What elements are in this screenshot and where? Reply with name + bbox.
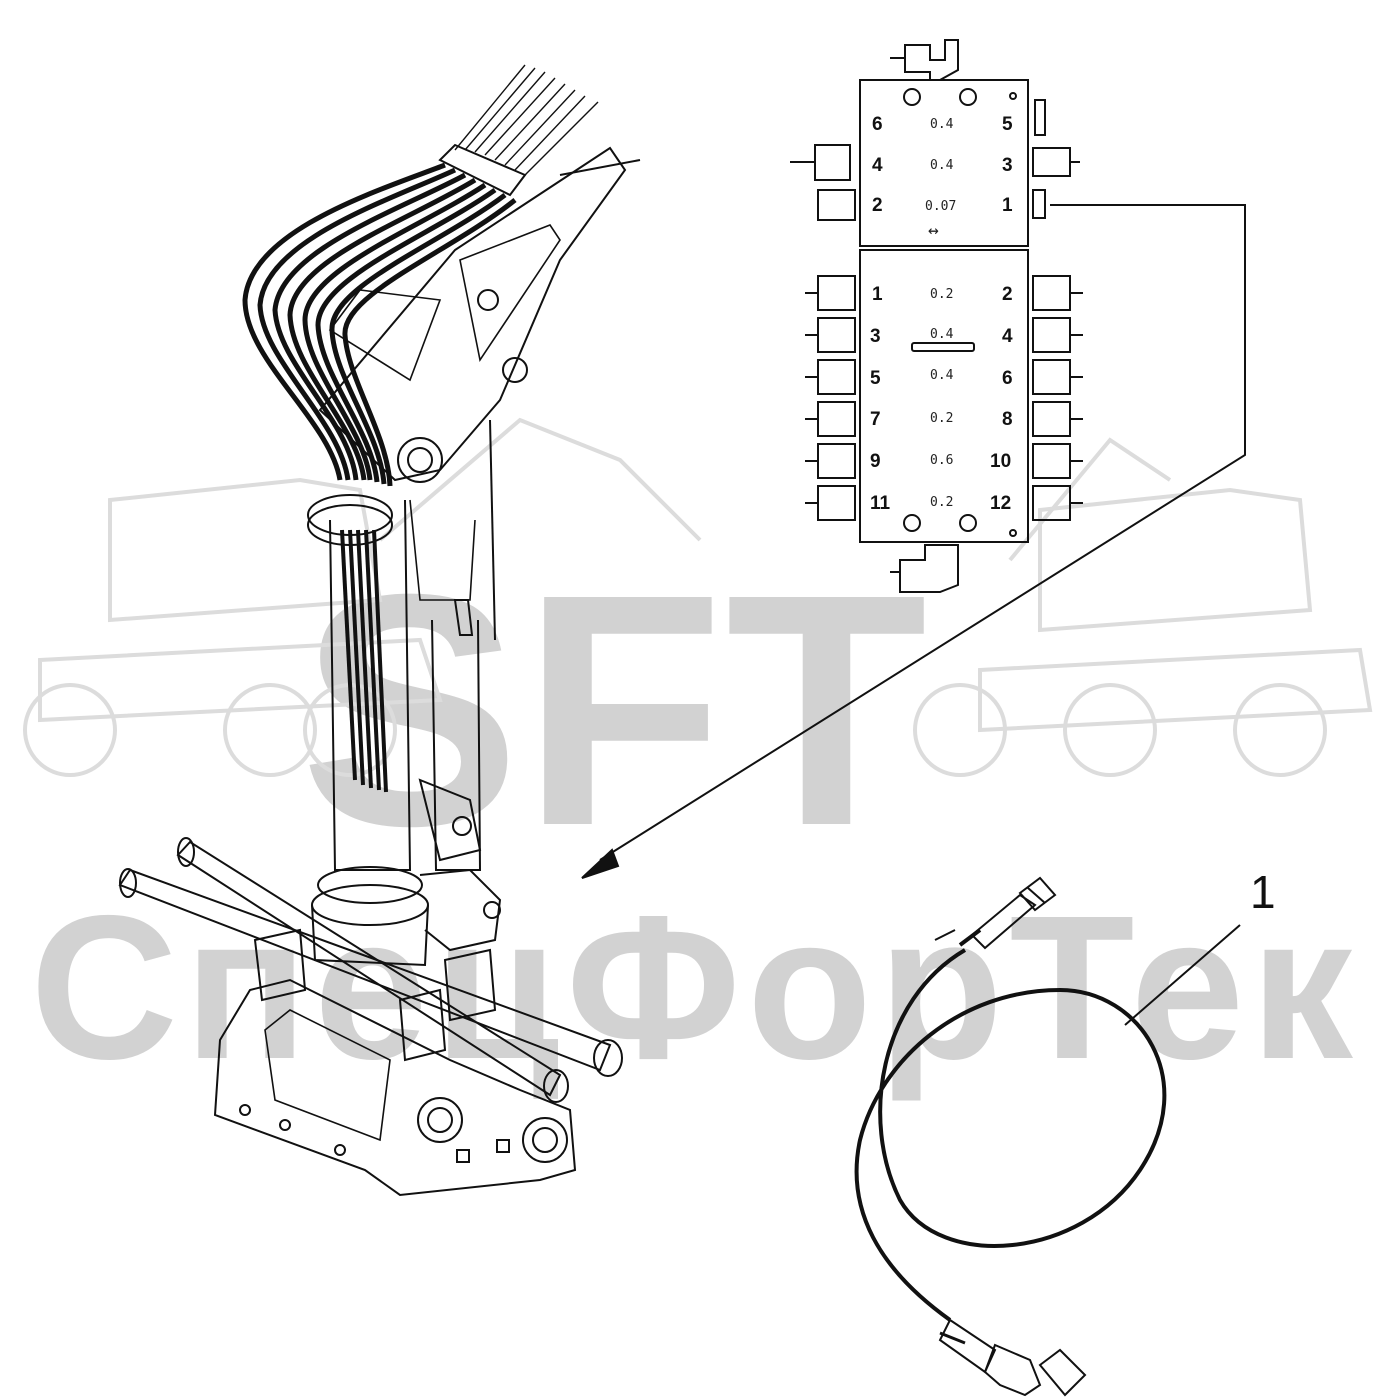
port-value: 0.4: [930, 327, 954, 342]
boom-assembly: [118, 64, 641, 1197]
hose-part: [854, 876, 1167, 1397]
watermark-company: СпецФорТек: [30, 873, 1359, 1102]
port-left-label: 11: [870, 493, 891, 514]
port-value: 0.2: [930, 495, 953, 510]
port-left-label: 5: [870, 368, 881, 389]
direction-arrow-icon: ↔: [928, 220, 939, 241]
callout-group: 1: [1124, 866, 1276, 1026]
port-value: 0.2: [930, 411, 953, 426]
lower-port-labels: 1 0.2 2 3 0.4 4 5 0.4 6 7 0.2 8 9 0.6 10…: [870, 284, 1013, 514]
watermark-tractor-right: [913, 437, 1373, 777]
port-value: 0.4: [930, 158, 954, 173]
port-right-label: 5: [1002, 114, 1013, 135]
upper-port-labels: 6 0.4 5 4 0.4 3 2 0.07 1 ↔: [872, 114, 1013, 241]
distributor-lower: [859, 249, 1029, 593]
port-value: 0.07: [925, 199, 956, 214]
distributor-fittings-left: [805, 275, 856, 521]
leader-line: [581, 204, 1246, 879]
port-right-label: 1: [1002, 195, 1013, 216]
port-right-label: 10: [990, 451, 1011, 472]
callout-leader: [1124, 924, 1241, 1026]
watermark-tractor-left: [23, 417, 702, 777]
port-right-label: 2: [1002, 284, 1013, 305]
hose-bundle-thick: [242, 162, 517, 487]
port-right-label: 3: [1002, 155, 1013, 176]
port-left-label: 9: [870, 451, 881, 472]
port-value: 0.2: [930, 287, 953, 302]
port-value: 0.6: [930, 453, 953, 468]
hose-bundle-upper: [454, 64, 599, 176]
port-left-label: 6: [872, 114, 883, 135]
port-left-label: 2: [872, 195, 883, 216]
port-right-label: 4: [1002, 326, 1013, 347]
watermark-brand: SFT: [300, 525, 930, 894]
port-right-label: 8: [1002, 409, 1013, 430]
hose-bundle-vertical: [340, 529, 388, 793]
distributor-upper: [790, 39, 1080, 247]
port-right-label: 6: [1002, 368, 1013, 389]
port-left-label: 4: [872, 155, 883, 176]
port-value: 0.4: [930, 368, 954, 383]
port-left-label: 1: [872, 284, 883, 305]
callout-label: 1: [1250, 866, 1276, 918]
port-left-label: 7: [870, 409, 881, 430]
port-right-label: 12: [990, 493, 1011, 514]
distributor-fittings-right: [1032, 275, 1083, 521]
port-left-label: 3: [870, 326, 881, 347]
port-value: 0.4: [930, 117, 954, 132]
